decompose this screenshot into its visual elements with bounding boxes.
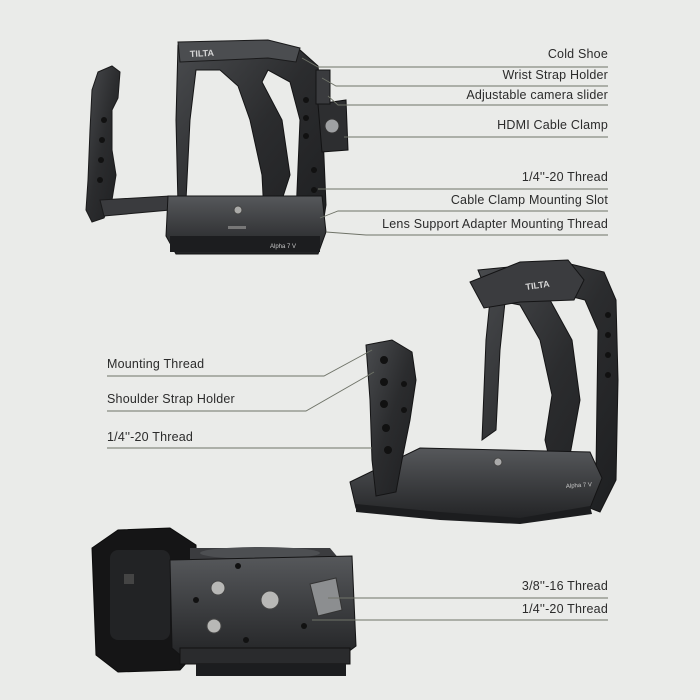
- callout-mounting-thread: Mounting Thread: [107, 357, 205, 371]
- bottom-cage-view: [91, 527, 357, 676]
- leader-mounting-thread: [107, 349, 373, 377]
- side-handle-middle: [365, 339, 417, 497]
- leader-lens-support: [325, 231, 608, 236]
- leader-shoulder-strap: [107, 371, 375, 412]
- model-engraving-middle: Alpha 7 V: [566, 482, 592, 490]
- callout-hdmi-cable-clamp: HDMI Cable Clamp: [497, 118, 608, 132]
- callout-quarter-20-thread-bottom: 1/4''-20 Thread: [521, 602, 608, 616]
- callout-wrist-strap-holder: Wrist Strap Holder: [502, 68, 608, 82]
- top-cage-view: TILTA Alpha 7 V: [85, 39, 349, 255]
- callout-cold-shoe: Cold Shoe: [547, 47, 608, 61]
- side-handle-top: [85, 65, 121, 223]
- leader-wrist-strap: [321, 77, 608, 87]
- callout-quarter-20-thread-top: 1/4''-20 Thread: [521, 170, 608, 184]
- leader-adjustable-slider: [327, 95, 608, 106]
- leader-cold-shoe: [301, 57, 608, 68]
- model-engraving-top: Alpha 7 V: [270, 244, 296, 250]
- callout-quarter-20-thread-middle: 1/4''-20 Thread: [107, 430, 194, 444]
- callout-three-eighths-16-thread: 3/8''-16 Thread: [521, 579, 608, 593]
- leader-lines: [107, 57, 608, 621]
- brand-engraving-middle: TILTA: [525, 279, 551, 292]
- callout-lens-support-adapter-thread: Lens Support Adapter Mounting Thread: [382, 217, 608, 231]
- brand-engraving-top: TILTA: [190, 48, 215, 59]
- callout-cable-clamp-mounting-slot: Cable Clamp Mounting Slot: [450, 193, 608, 207]
- leader-cable-clamp-slot: [319, 210, 608, 219]
- middle-cage-view: TILTA Alpha 7 V: [349, 259, 619, 524]
- callout-shoulder-strap-holder: Shoulder Strap Holder: [107, 392, 235, 406]
- callout-adjustable-camera-slider: Adjustable camera slider: [466, 88, 608, 102]
